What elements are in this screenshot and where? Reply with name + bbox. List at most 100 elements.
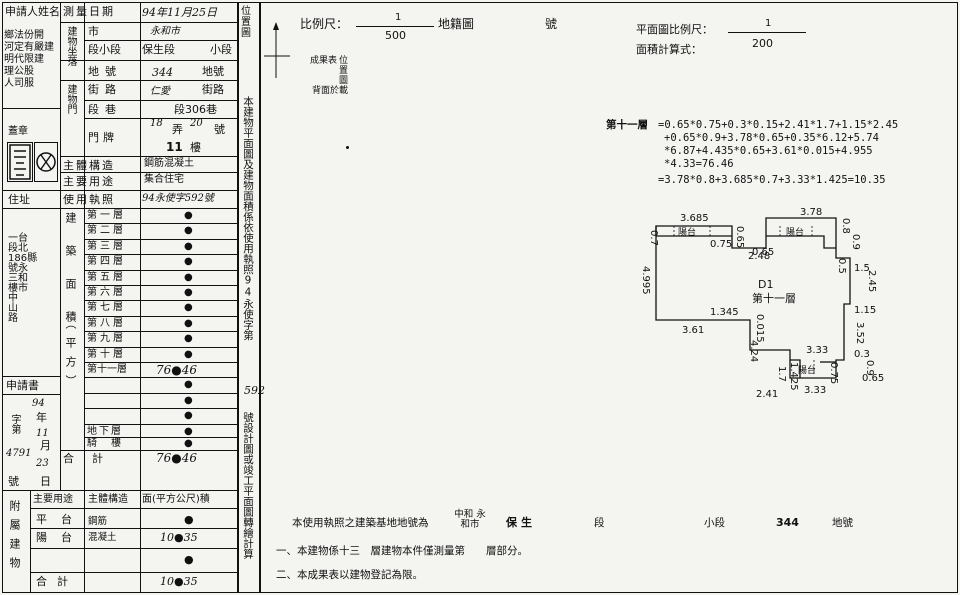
plan-dim-1: 3.685 (680, 213, 709, 224)
floor-value-3: ● (184, 240, 193, 252)
section-value: 保生段 (142, 43, 175, 56)
plan-dim-11: 1.5 (854, 263, 870, 274)
apply-year: 94 (32, 398, 45, 409)
seal-stamp (7, 142, 33, 182)
extra-value-1: ● (184, 379, 193, 391)
plan-dim-8: 0.9 (850, 234, 861, 250)
balcony-label-1: 陽台 (678, 228, 697, 238)
calc-line-1: =0.65*0.75+0.3*0.15+2.41*1.7+1.15*2.45 (658, 119, 899, 131)
plan-unit-label: D1 (758, 278, 774, 291)
balcony-label-2: 陽台 (786, 228, 805, 238)
footer-line1-a: 本使用執照之建築基地地號為 (292, 517, 429, 529)
number-value: 20 (190, 118, 203, 129)
floor-value: 11 (166, 140, 183, 154)
floor-label-4: 第四層 (87, 256, 126, 268)
floor-value-7: ● (184, 302, 193, 314)
floor-value-2: ● (184, 225, 193, 237)
footer-section-label: 段 (594, 517, 605, 529)
attach-struct-2: 混凝土 (88, 532, 117, 543)
street-value: 仁愛 (150, 86, 170, 97)
apply-day-label: 日 (40, 475, 51, 488)
scale-num: 1 (395, 12, 402, 23)
apply-label: 申請書 (6, 379, 39, 392)
floor-label-3: 第三層 (87, 240, 126, 252)
plan-dim-20: 3.33 (806, 345, 829, 356)
plan-dim-28: 3.33 (804, 385, 827, 396)
arcade-label: 騎樓 (87, 438, 135, 449)
plan-dim-9: 2.48 (748, 251, 771, 262)
scale-label: 比例尺： (300, 17, 349, 31)
attach-area-3: ● (184, 553, 194, 566)
land-no-suffix: 地號 (202, 65, 224, 78)
vertical-strip (238, 2, 260, 593)
floor-label-8: 第八層 (87, 317, 126, 329)
content-frame (260, 2, 958, 593)
extra-value-3: ● (184, 410, 193, 422)
land-no-label: 地號 (88, 65, 122, 78)
plan-dim-17: 1.15 (854, 305, 877, 316)
form-table (2, 2, 238, 593)
strip-permit-no: 592 (244, 384, 265, 397)
floor-label-1: 第一層 (87, 210, 126, 221)
apply-no-prefix: 字第 (9, 414, 20, 434)
plan-dim-10: 0.5 (836, 258, 847, 274)
plan-dim-26: 0.75 (828, 362, 839, 385)
main-use-value: 集合住宅 (144, 174, 184, 185)
address-label: 住址 (8, 193, 30, 206)
footer-sub-label: 小段 (704, 517, 725, 529)
footer-line2: 一、本建物係十三 層建物本件僅測量第 層部分。 (276, 545, 528, 557)
floor-label-6: 第六層 (87, 287, 126, 298)
total-value: 76●46 (156, 451, 198, 466)
floor-value-1: ● (184, 210, 193, 221)
attach-total-label: 合計 (36, 575, 78, 588)
floor-label-11: 第十一層 (87, 364, 127, 375)
footer-city: 中和 永和市 (454, 509, 486, 530)
subsection-label: 小段 (210, 43, 232, 56)
location-dot (346, 146, 349, 149)
floor-value-9: ● (184, 333, 193, 345)
floor-label-9: 第九層 (87, 333, 126, 345)
plan-dim-18: 3.52 (854, 322, 865, 345)
plan-dim-27: 2.41 (756, 389, 779, 400)
floor-area-label: 建築面積 (64, 212, 77, 344)
structure-label: 主體構造 (63, 159, 115, 172)
floor-value-11: 76●46 (156, 363, 198, 377)
permit-value: 94永使字592號 (142, 193, 214, 204)
scale-den: 500 (385, 29, 406, 42)
street-label: 街路 (88, 83, 122, 96)
lane-value: 段306巷 (174, 103, 217, 116)
strip-text-1: 本建物平面圖及建物面積係依使用執照94永使字第 (242, 96, 254, 341)
attach-label: 附屬建物 (8, 500, 21, 576)
permit-label: 使用執照 (63, 193, 115, 206)
calc-line-4: *4.33=76.46 (664, 158, 734, 170)
plan-dim-15: 3.61 (682, 325, 705, 336)
attach-area-2: 10●35 (160, 531, 198, 544)
arcade-value: ● (184, 438, 193, 449)
alley-value: 18 (150, 118, 163, 129)
land-no-value: 344 (152, 66, 173, 79)
floor-value-5: ● (184, 271, 193, 283)
north-arrow-icon (264, 22, 290, 78)
alley-label: 弄 (172, 123, 183, 136)
attach-area-1: ● (184, 513, 194, 526)
attach-struct-1: 鋼筋 (88, 516, 108, 527)
calc-line-3: *6.87+4.435*0.65+3.61*0.015+4.955 (664, 145, 873, 157)
basement-label: 地下層 (87, 425, 123, 437)
apply-day: 23 (36, 458, 49, 469)
plan-dim-19: 4.24 (748, 340, 759, 363)
floor-plan (655, 217, 851, 379)
plan-dim-6: 0.65 (752, 247, 775, 258)
position-label: 位置圖 (241, 6, 251, 39)
apply-year-label: 年 (36, 411, 47, 424)
plan-dim-21: 0.3 (854, 349, 870, 360)
lane-label: 段巷 (88, 103, 122, 116)
door-label: 門牌 (88, 131, 118, 144)
calc-floor-label: 第十一層 (606, 119, 648, 131)
balcony-label-3: 陽台 (798, 366, 817, 376)
floor-value-4: ● (184, 256, 193, 268)
attach-total-value: 10●35 (160, 575, 198, 588)
section-label: 段小段 (88, 43, 121, 56)
floor-label: 樓 (190, 141, 201, 154)
